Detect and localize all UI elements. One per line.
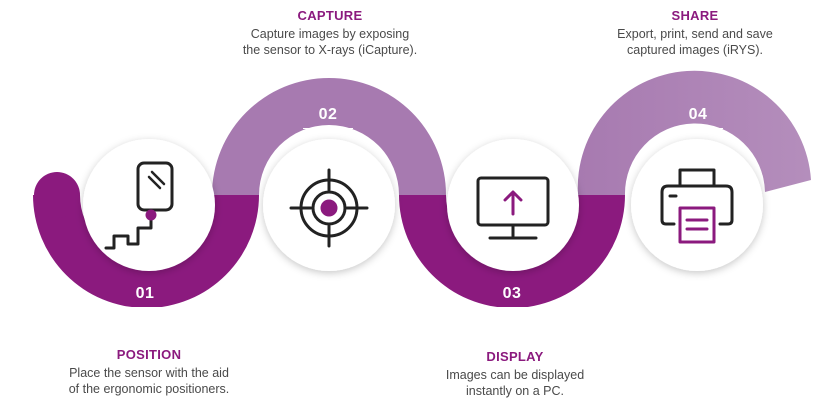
step-number-underline-02 xyxy=(303,128,353,129)
step-title-04: SHARE xyxy=(671,8,719,23)
ribbon-start-cap xyxy=(34,172,80,218)
step-number-underline-04 xyxy=(673,128,723,129)
step-caption-02: CAPTURE Capture images by exposing the s… xyxy=(210,8,450,58)
ribbon-arc-01 xyxy=(33,195,259,308)
step-circle-01 xyxy=(83,139,215,271)
step-number-01: 01 xyxy=(135,285,155,302)
ribbon-arc-03 xyxy=(399,195,625,308)
monitor-upload-icon xyxy=(476,176,550,240)
step-caption-03: DISPLAY Images can be displayed instantl… xyxy=(395,349,635,399)
step-number-03: 03 xyxy=(502,285,522,302)
printer-icon xyxy=(660,168,734,244)
ribbon-arc-02 xyxy=(212,78,446,195)
step-title-03: DISPLAY xyxy=(486,349,544,364)
ribbon-arc-04 xyxy=(577,70,811,195)
step-number-underline-01 xyxy=(120,307,170,308)
step-caption-04: SHARE Export, print, send and save captu… xyxy=(575,8,815,58)
target-icon xyxy=(289,168,369,248)
step-description-01: Place the sensor with the aid of the erg… xyxy=(68,366,230,396)
step-caption-01: POSITION Place the sensor with the aid o… xyxy=(29,347,269,397)
step-number-02: 02 xyxy=(318,106,338,123)
step-title-01: POSITION xyxy=(116,347,182,362)
step-number-04: 04 xyxy=(688,106,708,123)
step-description-03: Images can be displayed instantly on a P… xyxy=(445,368,585,398)
step-description-02: Capture images by exposing the sensor to… xyxy=(242,27,418,57)
step-circle-04 xyxy=(631,139,763,271)
step-number-underline-03 xyxy=(487,307,537,308)
sensor-icon xyxy=(104,161,174,250)
step-description-04: Export, print, send and save captured im… xyxy=(617,27,773,57)
step-title-02: CAPTURE xyxy=(297,8,363,23)
